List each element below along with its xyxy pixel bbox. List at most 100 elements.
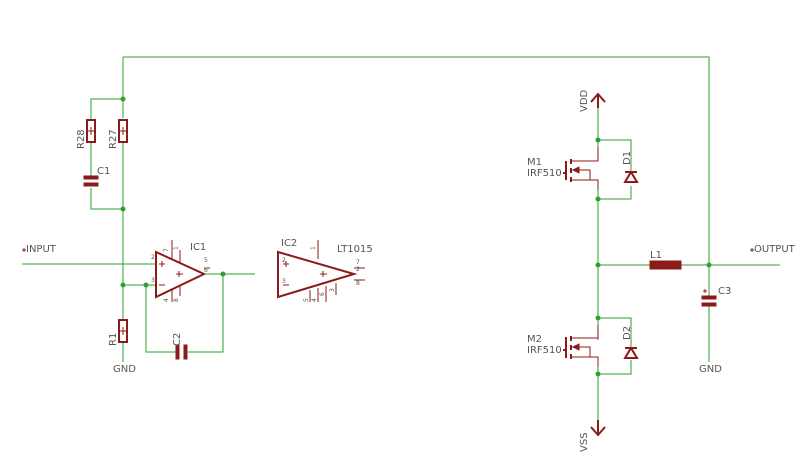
m1-part-label: IRF510: [527, 168, 562, 179]
inductor-l1: [649, 260, 682, 270]
mosfet-m1: [563, 147, 599, 190]
mosfet-gate: [563, 337, 567, 358]
wire-r28-loop: [90, 98, 123, 210]
capacitor-plate: [183, 344, 188, 360]
junction-dot: [120, 96, 126, 102]
pin-number: 4: [311, 298, 318, 302]
comparator-plus-sign: [283, 261, 327, 277]
c2-label: C2: [172, 333, 183, 346]
output-label: OUTPUT: [754, 244, 796, 255]
resistor-plus: [87, 127, 95, 135]
junction-dot: [120, 206, 126, 212]
supply-vss: [590, 420, 606, 437]
capacitor-c1: [83, 175, 99, 187]
junction-dot: [595, 371, 601, 377]
r27-label: R27: [108, 129, 119, 149]
mosfet-gate: [563, 161, 567, 180]
mosfet-arrow: [571, 343, 580, 351]
pin-number: 5: [303, 298, 310, 302]
wire-top-bus: [123, 56, 710, 265]
resistor-r1: [118, 319, 128, 343]
junction-dot: [595, 137, 601, 143]
input-terminal-mark: [22, 248, 26, 252]
pin-number: 2: [151, 254, 155, 261]
pin-number: 8: [356, 280, 360, 287]
r28-label: R28: [76, 129, 87, 149]
m1-label: M1: [527, 157, 542, 168]
ic1-label: IC1: [190, 242, 206, 253]
m2-part-label: IRF510: [527, 345, 562, 356]
opamp-plus-sign: [159, 261, 183, 277]
lt1015-label: LT1015: [337, 244, 373, 255]
input-label: INPUT: [26, 244, 57, 255]
junction-dot: [143, 282, 149, 288]
resistor-r27: [118, 119, 128, 143]
pin-number: 3: [151, 277, 155, 284]
junction-dot: [706, 262, 712, 268]
pin-number: 4: [163, 298, 170, 302]
capacitor-plus: [703, 289, 707, 293]
capacitor-c2: [175, 344, 188, 360]
pin-number: 7: [163, 248, 170, 252]
pin-number: 2: [282, 257, 286, 264]
resistor-plus: [119, 327, 127, 335]
pin-number: 6: [319, 292, 326, 296]
diode-triangle: [623, 170, 639, 183]
junction-dot: [595, 262, 601, 268]
pin-number: 1: [173, 246, 180, 250]
junction-dot: [595, 315, 601, 321]
d1-label: D1: [622, 151, 633, 165]
r1-label: R1: [108, 333, 119, 346]
pin-number: 7: [356, 259, 360, 266]
gnd-right-label: GND: [699, 364, 722, 375]
pin-number: 3: [329, 288, 336, 292]
pin-number: 2: [356, 266, 360, 273]
junctions: [120, 96, 712, 377]
inductor-body: [649, 260, 682, 270]
wire-c2-feedback: [145, 274, 224, 353]
ic2-label: IC2: [281, 238, 297, 249]
c1-label: C1: [97, 166, 110, 177]
d2-label: D2: [622, 326, 633, 340]
pin-number: 5: [204, 257, 208, 264]
capacitor-plate: [701, 302, 717, 307]
c3-label: C3: [718, 286, 731, 297]
output-terminal-mark: [750, 248, 754, 252]
capacitor-c3: [701, 289, 717, 307]
wire-m2-d2: [598, 317, 632, 375]
junction-dot: [595, 196, 601, 202]
vdd-label: VDD: [579, 89, 590, 112]
pin-numbers: 7 1 2 3 5 6 4 8 1 2 3 7 2 8 5 4 6 3: [151, 246, 360, 302]
opamp-ic1: [155, 240, 210, 302]
pin-number: 8: [173, 298, 180, 302]
capacitor-plate: [83, 175, 99, 180]
m2-label: M2: [527, 334, 542, 345]
resistor-plus: [119, 127, 127, 135]
labels: INPUT OUTPUT GND GND VDD VSS R28 R27 R1 …: [26, 89, 796, 452]
mosfet-arrow: [571, 166, 580, 174]
comparator-triangle: [277, 250, 358, 299]
supply-vdd: [590, 92, 606, 108]
pin-number: 6: [204, 267, 208, 274]
comparator-ic2: [277, 240, 365, 302]
mosfet-m2: [563, 325, 599, 367]
pin-number: 3: [282, 278, 286, 285]
capacitor-plate: [175, 344, 180, 360]
comparator-pin-leads: [309, 240, 365, 302]
pin-number: 1: [310, 246, 317, 250]
opamp-pin-leads: [171, 240, 210, 302]
resistor-r28: [86, 119, 96, 143]
l1-label: L1: [650, 250, 662, 261]
gnd-left-label: GND: [113, 364, 136, 375]
diode-d2: [623, 346, 639, 359]
diode-triangle: [623, 346, 639, 359]
vdd-arrow-icon: [590, 92, 606, 108]
vss-arrow-icon: [590, 420, 606, 437]
diode-d1: [623, 170, 639, 183]
junction-dot: [220, 271, 226, 277]
capacitor-plate: [701, 295, 717, 300]
vss-label: VSS: [579, 432, 590, 452]
capacitor-plate: [83, 182, 99, 187]
wire-m1-d1: [598, 139, 632, 200]
